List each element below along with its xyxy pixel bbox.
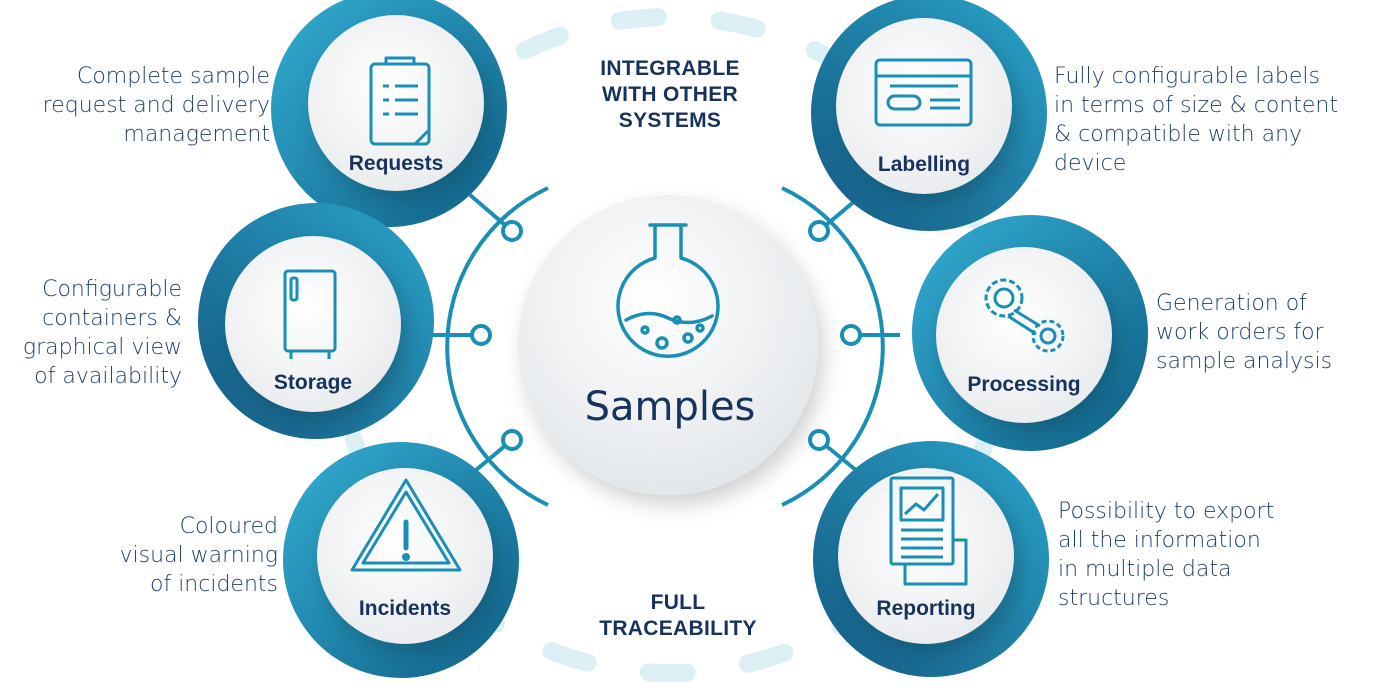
top-tag-line: INTEGRABLE — [600, 57, 740, 80]
top-tag: INTEGRABLE WITH OTHER SYSTEMS — [560, 56, 780, 134]
incidents-description: Coloured visual warning of incidents — [120, 512, 278, 599]
center-label: Samples — [584, 384, 756, 430]
node-reporting-label: Reporting — [876, 597, 976, 620]
requests-description: Complete sample request and delivery man… — [43, 62, 270, 149]
report-icon — [889, 476, 968, 586]
top-tag-line: SYSTEMS — [618, 109, 722, 132]
bottom-tag-line: FULL — [650, 591, 706, 614]
desc-line: & compatible with any — [1054, 122, 1303, 147]
desc-line: Generation of — [1156, 291, 1307, 316]
fridge-icon — [283, 269, 337, 359]
node-labelling — [811, 0, 1047, 231]
connector-dots — [470, 220, 862, 451]
desc-line: Coloured — [179, 514, 278, 539]
labelling-description: Fully configurable labels in terms of si… — [1054, 62, 1338, 178]
desc-line: sample analysis — [1156, 349, 1333, 374]
node-processing-label: Processing — [967, 373, 1081, 396]
desc-line: of incidents — [150, 572, 278, 597]
desc-line: structures — [1058, 586, 1170, 611]
bottom-tag-line: TRACEABILITY — [599, 617, 757, 640]
node-requests-box: Requests — [281, 0, 511, 218]
desc-line: work orders for — [1156, 320, 1324, 345]
label-card-icon — [874, 58, 973, 127]
desc-line: of availability — [34, 364, 182, 389]
reporting-description: Possibility to export all the informatio… — [1058, 497, 1274, 613]
node-storage-label: Storage — [273, 371, 353, 394]
desc-line: request and delivery — [42, 93, 270, 118]
flask-icon — [616, 223, 720, 358]
desc-line: in multiple data — [1058, 557, 1232, 582]
clipboard-icon — [369, 56, 431, 146]
desc-line: management — [123, 122, 270, 147]
desc-line: visual warning — [119, 543, 278, 568]
node-storage — [198, 203, 434, 439]
node-requests-label: Requests — [348, 152, 444, 175]
processing-description: Generation of work orders for sample ana… — [1156, 289, 1332, 376]
top-tag-line: WITH OTHER — [602, 83, 738, 106]
desc-line: Possibility to export — [1058, 499, 1275, 524]
node-processing — [912, 215, 1148, 451]
desc-line: Configurable — [42, 277, 182, 302]
desc-line: in terms of size & content — [1054, 93, 1338, 118]
node-processing-box: Processing — [909, 220, 1139, 450]
node-incidents-label: Incidents — [358, 597, 452, 620]
warning-icon — [350, 478, 462, 572]
desc-line: all the information — [1058, 528, 1261, 553]
node-reporting-box: Reporting — [811, 441, 1041, 671]
node-incidents-box: Incidents — [290, 441, 520, 671]
node-labelling-box: Labelling — [809, 0, 1039, 219]
desc-line: graphical view — [22, 335, 182, 360]
bottom-tag: FULL TRACEABILITY — [560, 590, 796, 642]
desc-line: device — [1054, 151, 1127, 176]
desc-line: Fully configurable labels — [1054, 64, 1320, 89]
node-labelling-label: Labelling — [877, 153, 971, 176]
node-storage-box: Storage — [198, 209, 428, 439]
storage-description: Configurable containers & graphical view… — [23, 275, 182, 391]
desc-line: containers & — [42, 306, 182, 331]
gears-icon — [984, 278, 1065, 353]
desc-line: Complete sample — [76, 64, 270, 89]
